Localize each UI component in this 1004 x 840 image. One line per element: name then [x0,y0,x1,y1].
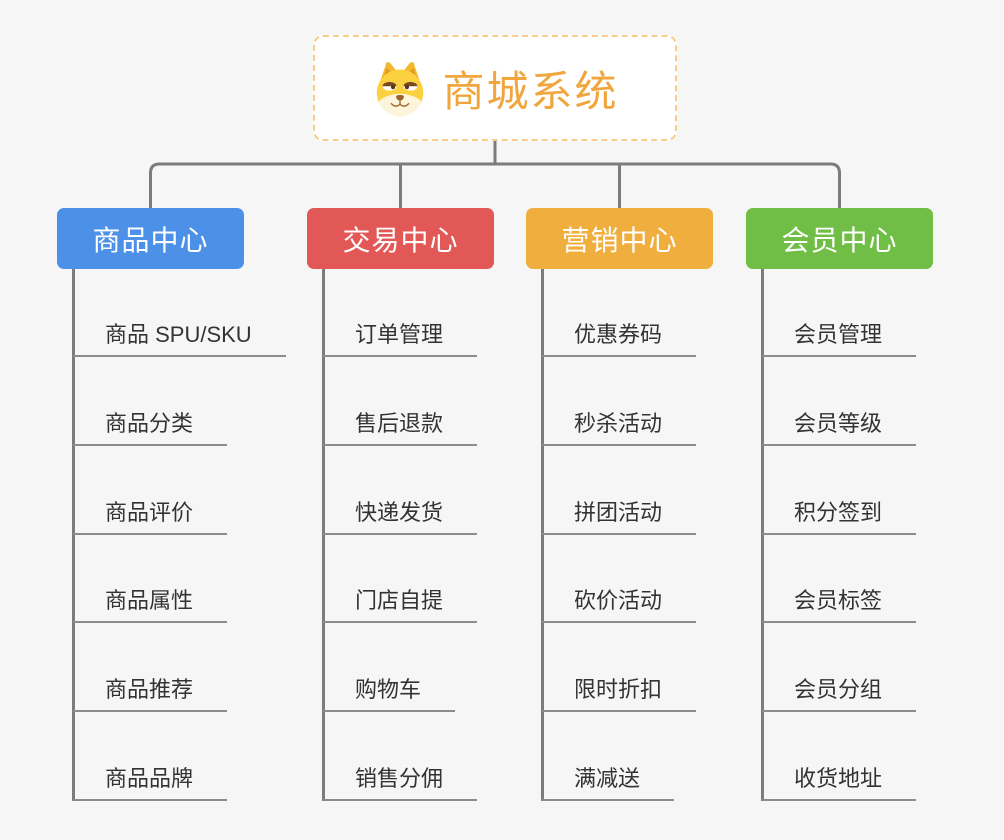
branch-label: 交易中心 [342,224,459,256]
leaf-node[interactable]: 积分签到 [762,497,917,535]
branch-node-1[interactable]: 交易中心 [307,208,494,269]
tree-connector-path [149,139,841,208]
branch-node-3[interactable]: 会员中心 [746,208,933,269]
branch-node-2[interactable]: 营销中心 [526,208,713,269]
leaf-node[interactable]: 快递发货 [323,497,478,535]
leaf-node[interactable]: 商品属性 [73,585,228,624]
leaf-node[interactable]: 会员标签 [762,585,917,624]
branch-label: 会员中心 [781,224,898,256]
leaf-node[interactable]: 限时折扣 [542,674,697,713]
branch-label: 商品中心 [92,224,209,256]
leaf-node[interactable]: 销售分佣 [323,763,478,801]
shiba-dog-icon [371,59,429,117]
leaf-node[interactable]: 会员等级 [762,408,917,446]
leaf-node[interactable]: 收货地址 [762,763,917,801]
leaf-node[interactable]: 售后退款 [323,408,478,446]
leaf-node[interactable]: 满减送 [542,763,675,801]
leaf-node[interactable]: 购物车 [323,674,456,713]
leaf-node[interactable]: 订单管理 [323,319,478,357]
root-title: 商城系统 [442,67,619,115]
leaf-node[interactable]: 商品分类 [73,408,228,446]
leaf-node[interactable]: 商品推荐 [73,674,228,713]
branch-leaf-line [322,269,325,801]
branch-label: 营销中心 [561,224,678,256]
leaf-node[interactable]: 门店自提 [323,585,478,624]
leaf-node[interactable]: 拼团活动 [542,497,697,535]
leaf-node[interactable]: 商品评价 [73,497,228,535]
leaf-node[interactable]: 商品品牌 [73,763,228,801]
branch-leaf-line [541,269,544,801]
leaf-node[interactable]: 砍价活动 [542,585,697,624]
leaf-node[interactable]: 会员管理 [762,319,917,357]
branch-leaf-line [72,269,75,801]
branch-leaf-line [761,269,764,801]
branch-node-0[interactable]: 商品中心 [57,208,244,269]
leaf-node[interactable]: 会员分组 [762,674,917,713]
leaf-node[interactable]: 秒杀活动 [542,408,697,446]
leaf-node[interactable]: 商品 SPU/SKU [73,319,286,357]
root-node[interactable]: 商城系统 [313,35,677,141]
leaf-node[interactable]: 优惠券码 [542,319,697,357]
